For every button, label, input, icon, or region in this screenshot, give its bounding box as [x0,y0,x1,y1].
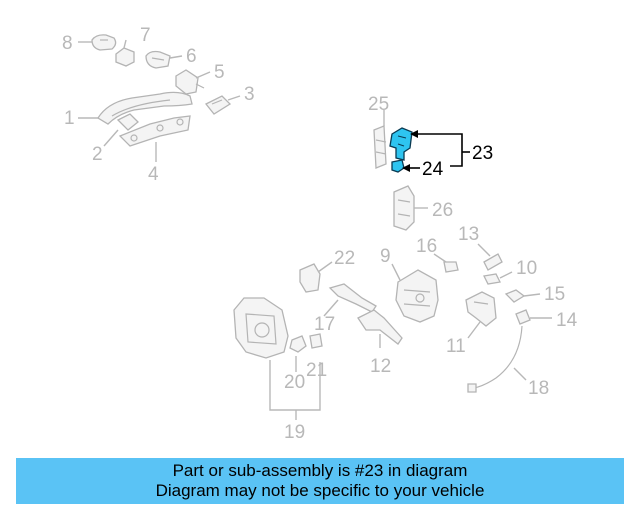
part-19-inner-handle-module [233,297,289,359]
part-16-bolt [443,261,459,273]
part-21-knob [309,333,323,349]
callout-9: 9 [380,246,391,267]
part-24-highlighted-bolt [391,159,405,173]
callout-6: 6 [186,46,197,67]
part-18-cable [467,325,523,393]
callout-8: 8 [62,33,73,54]
banner-line-1: Part or sub-assembly is #23 in diagram [172,461,468,480]
callout-16: 16 [416,236,437,257]
callout-24: 24 [422,159,444,180]
part-13-clip [483,253,503,271]
part-2-pad [116,113,139,131]
callout-4: 4 [148,164,159,185]
part-17-rod [328,283,377,313]
part-6-cap [145,50,171,69]
callout-21: 21 [306,360,327,381]
banner-line-2: Diagram may not be specific to your vehi… [155,481,485,500]
part-3-gasket [204,95,232,115]
callout-22: 22 [334,248,355,269]
callout-14: 14 [556,310,578,331]
callout-17: 17 [314,314,335,335]
callout-1: 1 [64,108,75,129]
part-11-bracket [465,291,497,327]
callout-19: 19 [284,422,305,443]
callout-23: 23 [472,143,493,164]
part-5-cylinder [175,69,205,95]
info-banner: Part or sub-assembly is #23 in diagram D… [16,458,624,504]
callout-2: 2 [92,144,103,165]
part-25-striker-plate [373,125,387,169]
parts-diagram: 8 7 6 5 3 1 2 4 25 23 24 26 9 16 [62,25,578,443]
callout-15: 15 [544,284,565,305]
callout-10: 10 [516,258,537,279]
callout-18: 18 [528,378,549,399]
part-14-clip [515,309,531,325]
part-22-bracket [299,263,321,293]
part-8-cap [91,34,117,51]
part-12-lever [357,309,403,345]
callout-26: 26 [432,200,453,221]
part-7-cap [115,47,135,67]
callout-13: 13 [458,224,479,245]
callout-12: 12 [370,356,391,377]
part-15-bolt [504,289,526,303]
part-9-door-latch [395,269,439,323]
part-10-pin [483,273,501,285]
part-23-highlighted-assembly [389,127,413,161]
callout-20: 20 [284,372,305,393]
part-4-handle-bracket [118,115,191,147]
callout-5: 5 [214,62,225,83]
callout-3: 3 [244,84,255,105]
part-1-outer-handle [97,91,193,125]
part-26-striker [393,185,415,231]
callout-11: 11 [446,336,466,357]
callout-25: 25 [368,94,389,115]
callout-7: 7 [140,25,151,46]
part-20-knob [289,335,307,353]
